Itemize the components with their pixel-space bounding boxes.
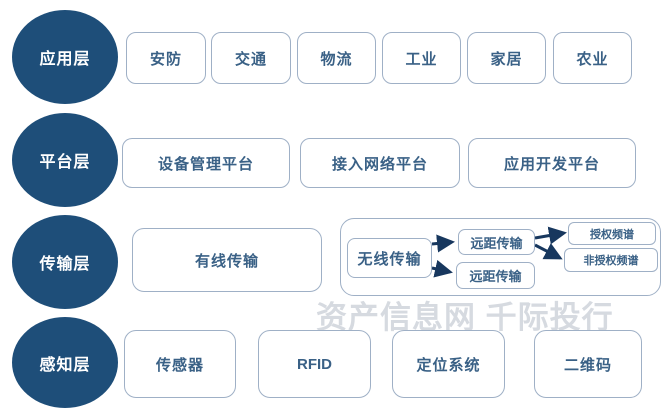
layer-circle-platform: 平台层 [12,113,118,207]
perception-box-sensor: 传感器 [124,330,236,398]
connector-wireless-to-branch-1 [431,234,455,253]
spectrum-box-unlicensed: 非授权频谱 [564,248,658,272]
wireless-branch-box-2: 远距传输 [456,262,535,289]
platform-box-app-development: 应用开发平台 [468,138,636,188]
wireless-branch-box-1: 远距传输 [458,229,535,255]
connector-branch-to-unlicensed [534,243,563,260]
application-box-industry: 工业 [382,32,461,84]
application-box-security: 安防 [126,32,206,84]
perception-box-rfid: RFID [258,330,371,398]
connector-branch-to-licensed [534,226,567,245]
application-box-traffic: 交通 [211,32,291,84]
platform-box-network-access: 接入网络平台 [300,138,460,188]
perception-box-positioning: 定位系统 [392,330,505,398]
perception-box-qr-code: 二维码 [534,330,642,398]
application-box-agriculture: 农业 [553,32,632,84]
watermark-text: 资产信息网 千际投行 [316,300,614,335]
layer-circle-perception: 感知层 [12,317,118,408]
platform-box-device-management: 设备管理平台 [122,138,290,188]
wireless-group-container [340,218,661,296]
connector-wireless-to-branch-2 [431,259,453,278]
transport-box-wired: 有线传输 [132,228,322,292]
application-box-home: 家居 [467,32,546,84]
application-box-logistics: 物流 [297,32,376,84]
spectrum-box-licensed: 授权频谱 [568,222,656,245]
layer-circle-application: 应用层 [12,10,118,104]
layer-circle-transport: 传输层 [12,215,118,309]
transport-box-wireless: 无线传输 [347,238,432,278]
